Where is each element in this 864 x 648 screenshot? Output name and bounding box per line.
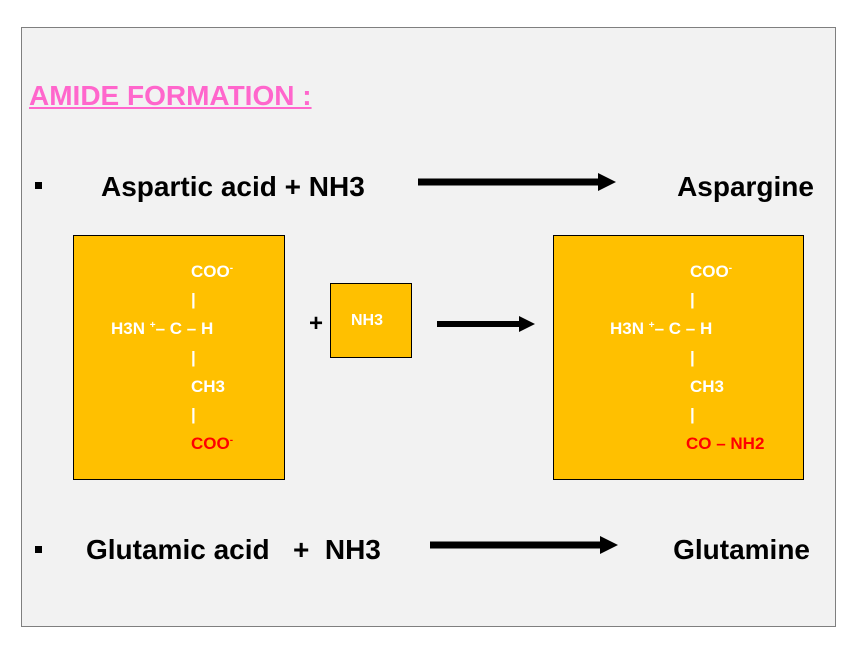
left-coo-top: COO- [191,262,234,281]
aspartic-acid-structure-box [73,235,285,480]
reaction-1-arrow [418,173,616,191]
left-bond-3: | [191,405,196,424]
right-center-row: H3N +– C – H [610,319,713,338]
left-bond-1: | [191,290,196,309]
nh3-reagent-label: NH3 [351,312,384,329]
right-amide-group: CO – NH2 [686,434,765,453]
reaction-2-product: Glutamine [673,534,810,565]
bullet-2 [35,546,42,553]
reaction-2-arrow [430,536,618,554]
right-ch3: CH3 [690,377,725,396]
plus-sign: + [309,310,324,337]
bullet-1 [35,182,42,189]
reaction-2-reactants: Glutamic acid + NH3 [86,534,381,565]
structure-arrow [437,316,535,332]
reaction-1-reactants: Aspartic acid + NH3 [101,171,365,202]
right-bond-2: | [690,348,695,367]
left-ch3: CH3 [191,377,226,396]
left-bond-2: | [191,348,196,367]
nh3-reagent-box [330,283,412,358]
right-bond-3: | [690,405,695,424]
slide-title: AMIDE FORMATION : [29,80,312,111]
left-coo-bottom: COO- [191,434,234,453]
reaction-1-product: Aspargine [677,171,814,202]
aspargine-structure-box [553,235,804,480]
left-center-row: H3N +– C – H [111,319,214,338]
right-coo-top: COO- [690,262,733,281]
right-bond-1: | [690,290,695,309]
